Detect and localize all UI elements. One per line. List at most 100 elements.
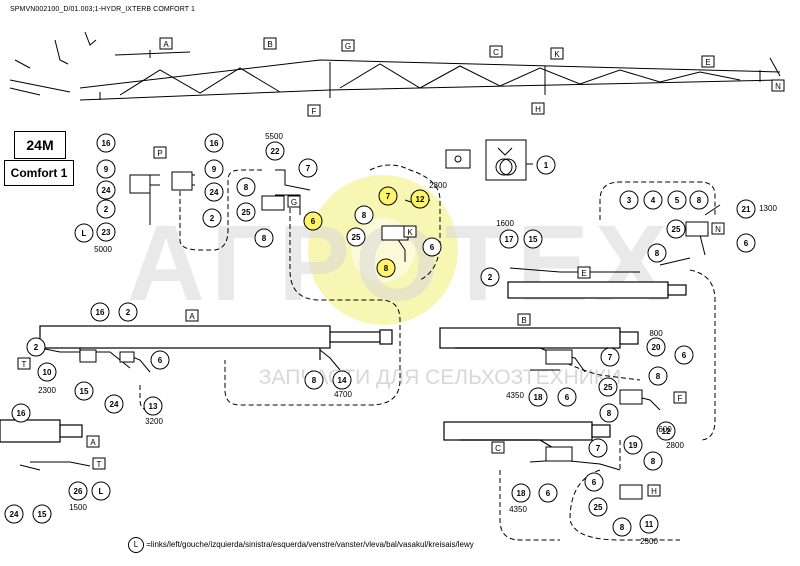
boom-section-letters: A B G C K E N F H [159, 37, 785, 117]
callout-k8b: 8 [376, 258, 396, 278]
callout-n3: 3 [619, 190, 639, 210]
svg-text:K: K [554, 50, 560, 59]
letter-P: P [153, 146, 167, 159]
callout-g7: 7 [298, 158, 318, 178]
callout-n21: 21 [736, 199, 756, 219]
callout-number: 8 [656, 372, 661, 381]
callout-g22: 22 [265, 141, 285, 161]
letter-K: K [403, 225, 417, 238]
callout-g8b: 8 [254, 228, 274, 248]
callout-k8a: 8 [354, 205, 374, 225]
callout-c8b: 8 [612, 517, 632, 537]
callout-n25: 25 [666, 219, 686, 239]
callout-k7: 7 [378, 186, 398, 206]
callout-k12: 12 [410, 189, 430, 209]
callout-number: 18 [517, 489, 526, 498]
letter-C: C [491, 441, 505, 454]
callout-number: 20 [652, 343, 661, 352]
callout-p24a: 24 [96, 180, 116, 200]
callout-p16a: 16 [96, 133, 116, 153]
callout-number: 8 [697, 196, 702, 205]
callout-c25: 25 [588, 497, 608, 517]
length-l4350a: 4350 [506, 391, 524, 400]
callout-number: 6 [744, 239, 749, 248]
callout-p2a: 2 [96, 199, 116, 219]
callout-l16: 16 [11, 403, 31, 423]
callout-e15: 15 [523, 229, 543, 249]
letter-T2: T [92, 457, 106, 470]
pipes [19, 169, 721, 471]
callout-e2: 2 [480, 267, 500, 287]
callout-number: 18 [534, 393, 543, 402]
legend: L =links/left/gouche/izquierda/sinistra/… [128, 537, 474, 553]
letter-text: F [678, 394, 683, 403]
callout-number: 5 [675, 196, 680, 205]
callout-b6b: 6 [674, 345, 694, 365]
letter-text: E [581, 269, 586, 278]
callout-a16: 16 [90, 302, 110, 322]
svg-text:H: H [535, 105, 541, 114]
letter-text: P [157, 149, 162, 158]
callout-g6: 6 [303, 211, 323, 231]
callout-number: 8 [620, 523, 625, 532]
length-l2300: 2300 [38, 386, 56, 395]
length-l2500: 2500 [640, 537, 658, 546]
callout-l15: 15 [32, 504, 52, 524]
callout-c18: 18 [511, 483, 531, 503]
callout-number: 10 [43, 368, 52, 377]
callout-number: 12 [416, 195, 425, 204]
callout-a8: 8 [304, 370, 324, 390]
callout-number: 23 [102, 228, 111, 237]
callout-b18: 18 [528, 387, 548, 407]
callout-k6: 6 [422, 237, 442, 257]
cylinder-B [439, 327, 639, 357]
callout-a10: 10 [37, 362, 57, 382]
letter-text: N [715, 225, 721, 234]
length-l600: 600 [658, 425, 672, 434]
callout-lL: L [91, 481, 111, 501]
reel-symbol [445, 139, 533, 181]
callout-a24: 24 [104, 394, 124, 414]
callout-number: 8 [362, 211, 367, 220]
letter-G: G [287, 195, 301, 208]
callout-number: 24 [210, 188, 219, 197]
callout-number: 9 [212, 165, 217, 174]
letter-A2: A [86, 435, 100, 448]
letter-text: A [90, 438, 96, 447]
callout-a13: 13 [143, 396, 163, 416]
letter-N: N [711, 222, 725, 235]
callout-number: 11 [645, 520, 654, 529]
callout-c6: 6 [538, 483, 558, 503]
callout-p23: 23 [96, 222, 116, 242]
callout-number: 15 [80, 387, 89, 396]
callout-a2b: 2 [26, 337, 46, 357]
letter-text: C [495, 444, 501, 453]
letter-text: K [407, 228, 413, 237]
callout-number: 6 [565, 393, 570, 402]
callout-b12: 12 [656, 421, 676, 441]
callout-number: 24 [110, 400, 119, 409]
callout-b20: 20 [646, 337, 666, 357]
callout-number: 22 [271, 147, 280, 156]
callout-k25: 25 [346, 227, 366, 247]
callout-number: 8 [244, 183, 249, 192]
length-l3200: 3200 [145, 417, 163, 426]
callout-number: 16 [17, 409, 26, 418]
callout-number: 2 [126, 308, 131, 317]
callout-number: L [99, 487, 104, 496]
callout-b8b: 8 [599, 403, 619, 423]
callout-a14: 14 [332, 370, 352, 390]
letter-text: G [291, 198, 297, 207]
callout-number: 2 [210, 214, 215, 223]
svg-text:G: G [345, 42, 351, 51]
callout-number: 6 [311, 217, 316, 226]
callout-number: 24 [10, 510, 19, 519]
callout-number: 6 [158, 356, 163, 365]
callout-number: 7 [306, 164, 311, 173]
callout-number: 8 [607, 409, 612, 418]
callout-b25: 25 [598, 377, 618, 397]
length-l5000: 5000 [94, 245, 112, 254]
